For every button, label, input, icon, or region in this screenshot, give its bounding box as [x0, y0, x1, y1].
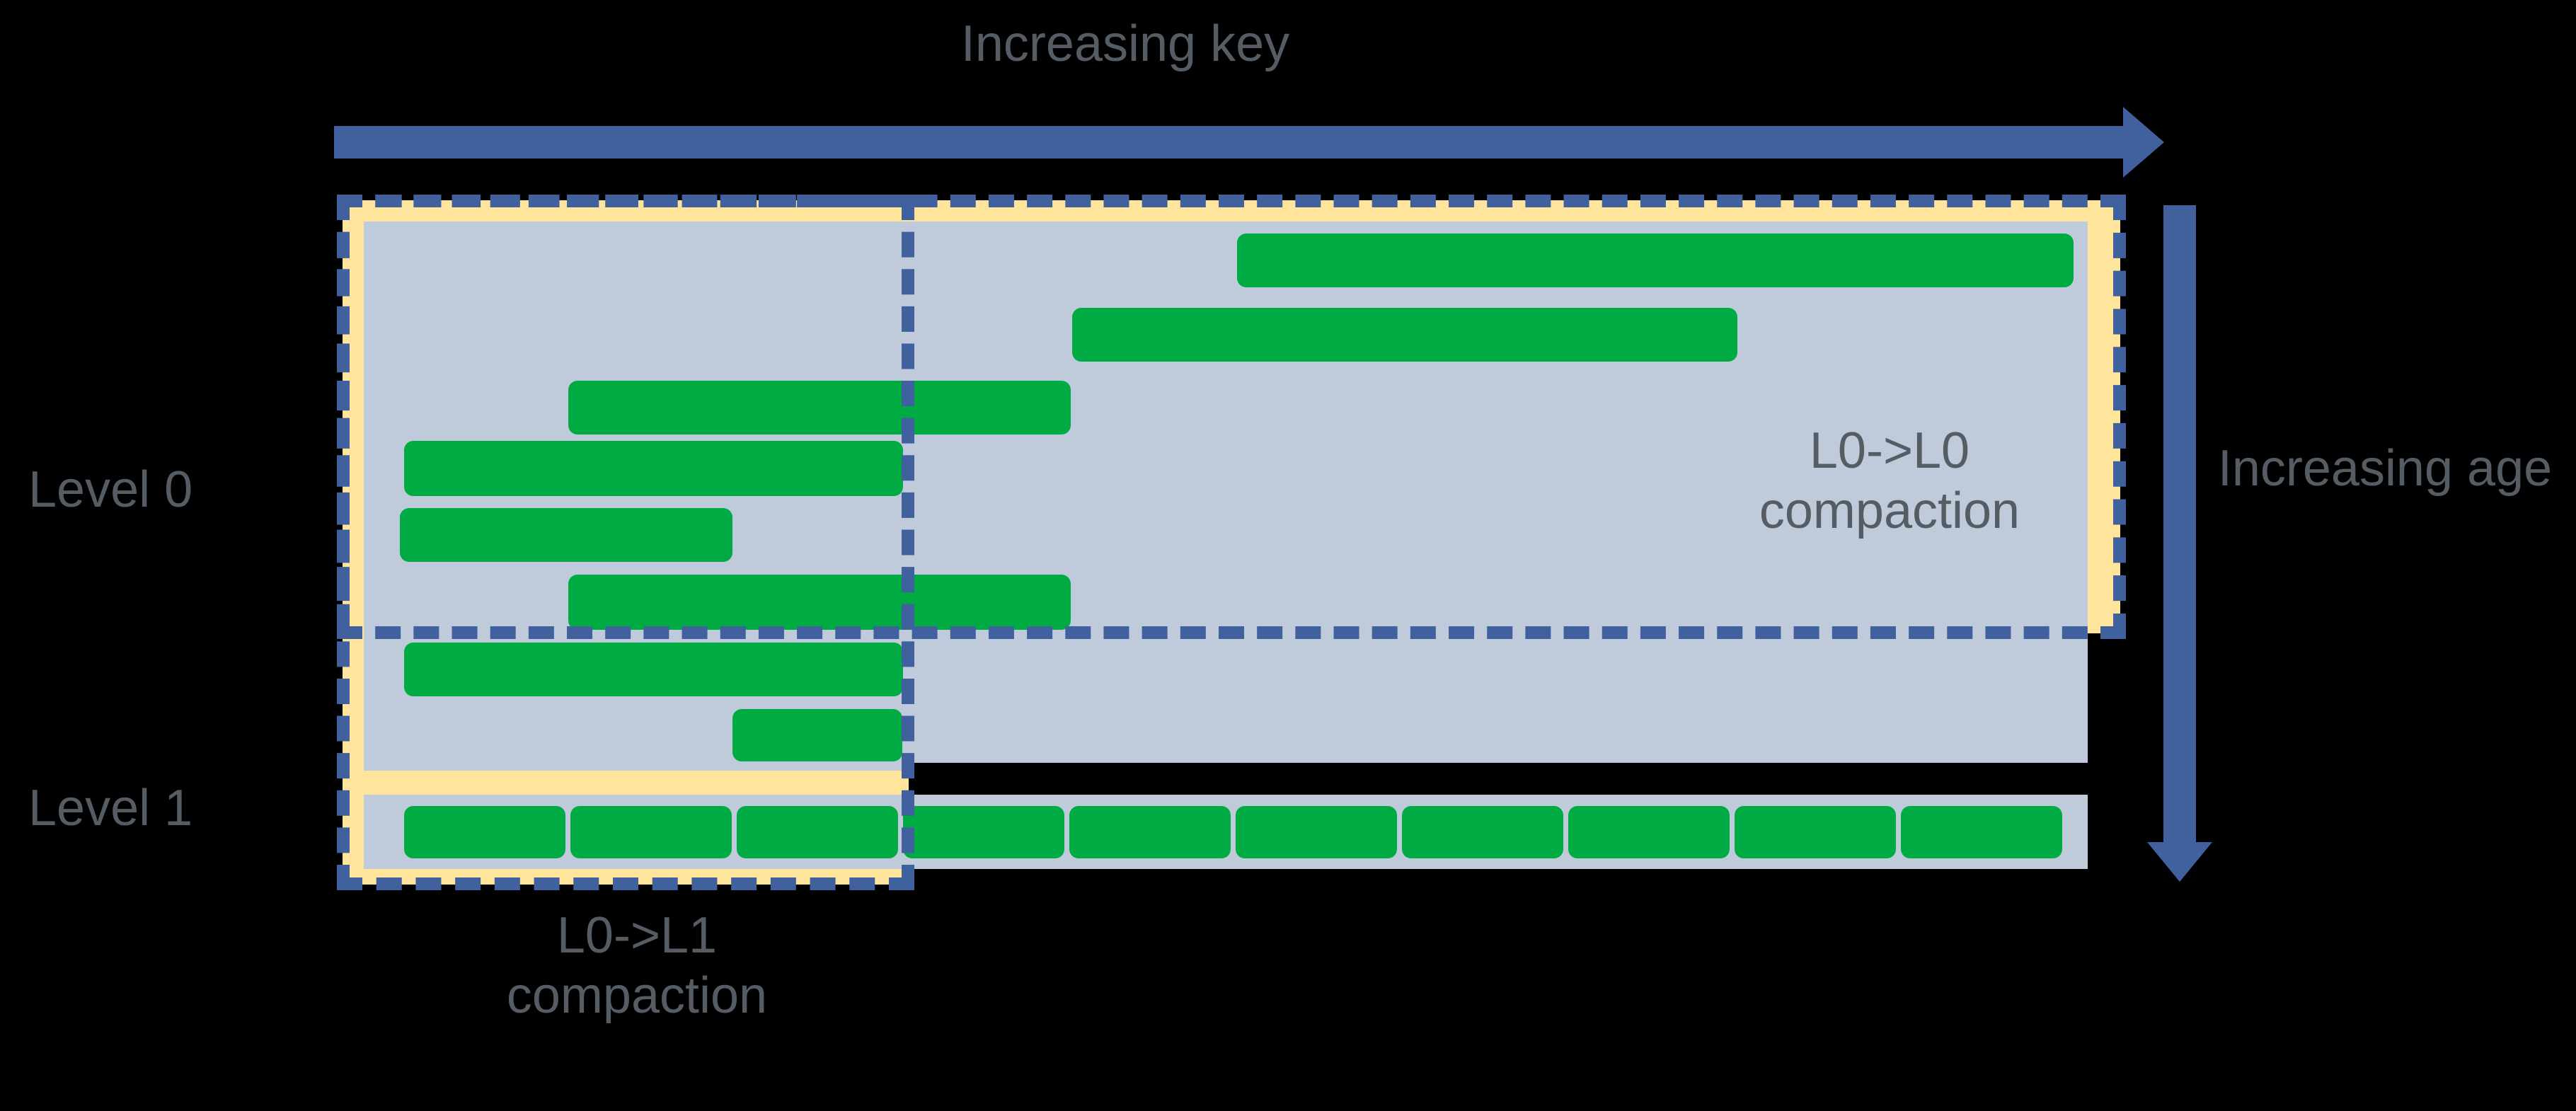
l1-sstable-9[interactable]: [1735, 806, 1896, 858]
l1-sstable-7[interactable]: [1402, 806, 1563, 858]
l0-sstable-1[interactable]: [1237, 234, 2074, 287]
l0-sstable-5[interactable]: [400, 508, 732, 562]
increasing-key-arrow-shaft: [334, 126, 2123, 159]
l0-sstable-6[interactable]: [568, 575, 1071, 630]
l1-sstable-4[interactable]: [903, 806, 1064, 858]
l0-sstable-7[interactable]: [404, 643, 903, 696]
l0-l0-compaction-label: L0->L0 compaction: [1759, 422, 2020, 539]
level-separator-line: [909, 771, 2091, 795]
level-0-label: Level 0: [28, 461, 193, 518]
l0-sstable-4[interactable]: [404, 441, 903, 496]
l1-sstable-2[interactable]: [570, 806, 732, 858]
level-separator-line-thin: [909, 763, 2091, 771]
increasing-key-arrow-head: [2123, 107, 2164, 178]
l0-sstable-8[interactable]: [732, 709, 902, 761]
l1-sstable-8[interactable]: [1568, 806, 1730, 858]
l1-sstable-10[interactable]: [1901, 806, 2062, 858]
l1-sstable-5[interactable]: [1069, 806, 1231, 858]
l1-sstable-1[interactable]: [404, 806, 565, 858]
l1-sstable-3[interactable]: [737, 806, 898, 858]
l0-l1-compaction-label: L0->L1 compaction: [506, 907, 768, 1024]
increasing-age-label: Increasing age: [2217, 440, 2553, 497]
l0-sstable-2[interactable]: [1072, 308, 1737, 362]
increasing-key-label: Increasing key: [960, 16, 1290, 72]
level-1-label: Level 1: [28, 780, 193, 836]
l0-l1-compaction-dashed-border: [337, 195, 914, 890]
l1-sstable-6[interactable]: [1236, 806, 1397, 858]
increasing-age-arrow-head: [2147, 842, 2212, 882]
increasing-age-arrow-shaft: [2163, 205, 2196, 842]
l0-sstable-3[interactable]: [568, 381, 1071, 434]
